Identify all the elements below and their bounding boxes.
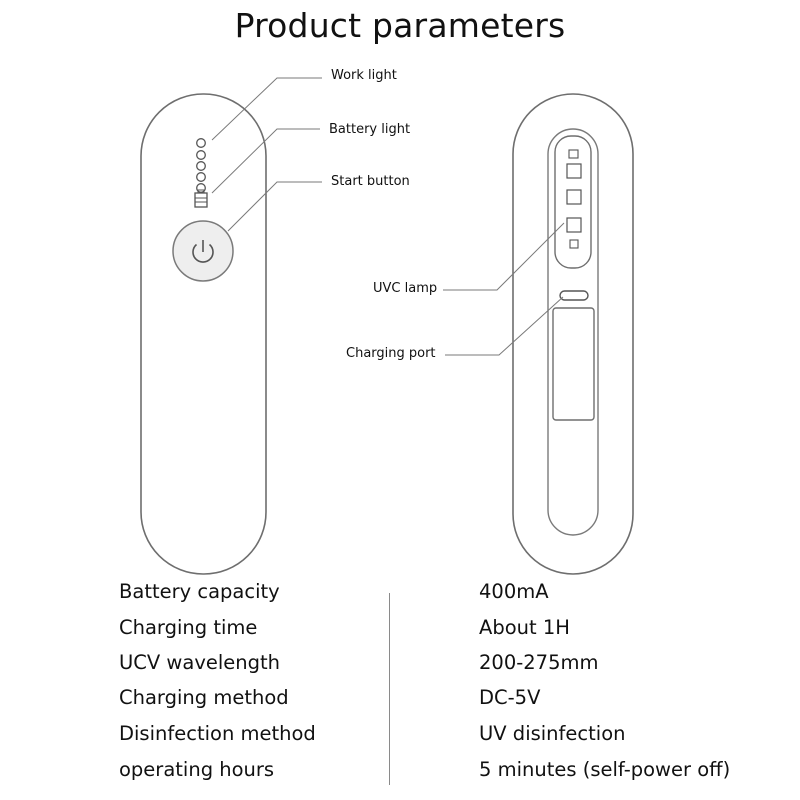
callout-work-light: Work light bbox=[331, 68, 397, 83]
callout-battery-light: Battery light bbox=[329, 122, 411, 137]
spec-label: Charging time bbox=[119, 616, 258, 639]
spec-value: 200-275mm bbox=[479, 651, 599, 674]
back-lower-window bbox=[552, 307, 595, 421]
uvc-lamp-chip bbox=[566, 217, 582, 233]
spec-label: operating hours bbox=[119, 758, 275, 781]
spec-label: Battery capacity bbox=[119, 580, 280, 603]
uvc-lamp-chip bbox=[566, 189, 582, 205]
uvc-lamp-housing bbox=[554, 135, 592, 269]
battery-light-dot bbox=[196, 161, 206, 171]
page-title: Product parameters bbox=[234, 6, 566, 45]
spec-label: UCV wavelength bbox=[119, 651, 281, 674]
uvc-lamp-chip bbox=[569, 239, 579, 249]
uvc-lamp-chip bbox=[568, 149, 579, 159]
leader-battery-light bbox=[211, 128, 320, 194]
back-inner-channel bbox=[547, 128, 599, 536]
battery-icon bbox=[194, 189, 208, 208]
spec-value: About 1H bbox=[479, 616, 570, 639]
spec-label: Disinfection method bbox=[119, 722, 316, 745]
battery-light-dot bbox=[196, 150, 206, 160]
leader-charging-port bbox=[445, 296, 564, 356]
battery-light-dot bbox=[196, 183, 206, 193]
callout-start-button: Start button bbox=[331, 174, 410, 189]
spec-value: 400mA bbox=[479, 580, 549, 603]
leader-work-light bbox=[211, 77, 322, 141]
spec-label: Charging method bbox=[119, 686, 289, 709]
callout-charging-port: Charging port bbox=[346, 346, 436, 361]
leader-start-button bbox=[227, 181, 322, 232]
device-front-body bbox=[140, 93, 267, 575]
specs-divider bbox=[389, 593, 390, 785]
leader-uvc-lamp bbox=[443, 222, 565, 291]
callout-uvc-lamp: UVC lamp bbox=[373, 281, 438, 296]
charging-port bbox=[559, 290, 589, 301]
work-light-indicator bbox=[196, 138, 206, 148]
spec-value: UV disinfection bbox=[479, 722, 626, 745]
spec-value: 5 minutes (self-power off) bbox=[479, 758, 731, 781]
device-back-body bbox=[512, 93, 634, 575]
power-icon bbox=[192, 240, 214, 263]
spec-value: DC-5V bbox=[479, 686, 541, 709]
battery-light-dot bbox=[196, 172, 206, 182]
uvc-lamp-chip bbox=[566, 163, 582, 179]
